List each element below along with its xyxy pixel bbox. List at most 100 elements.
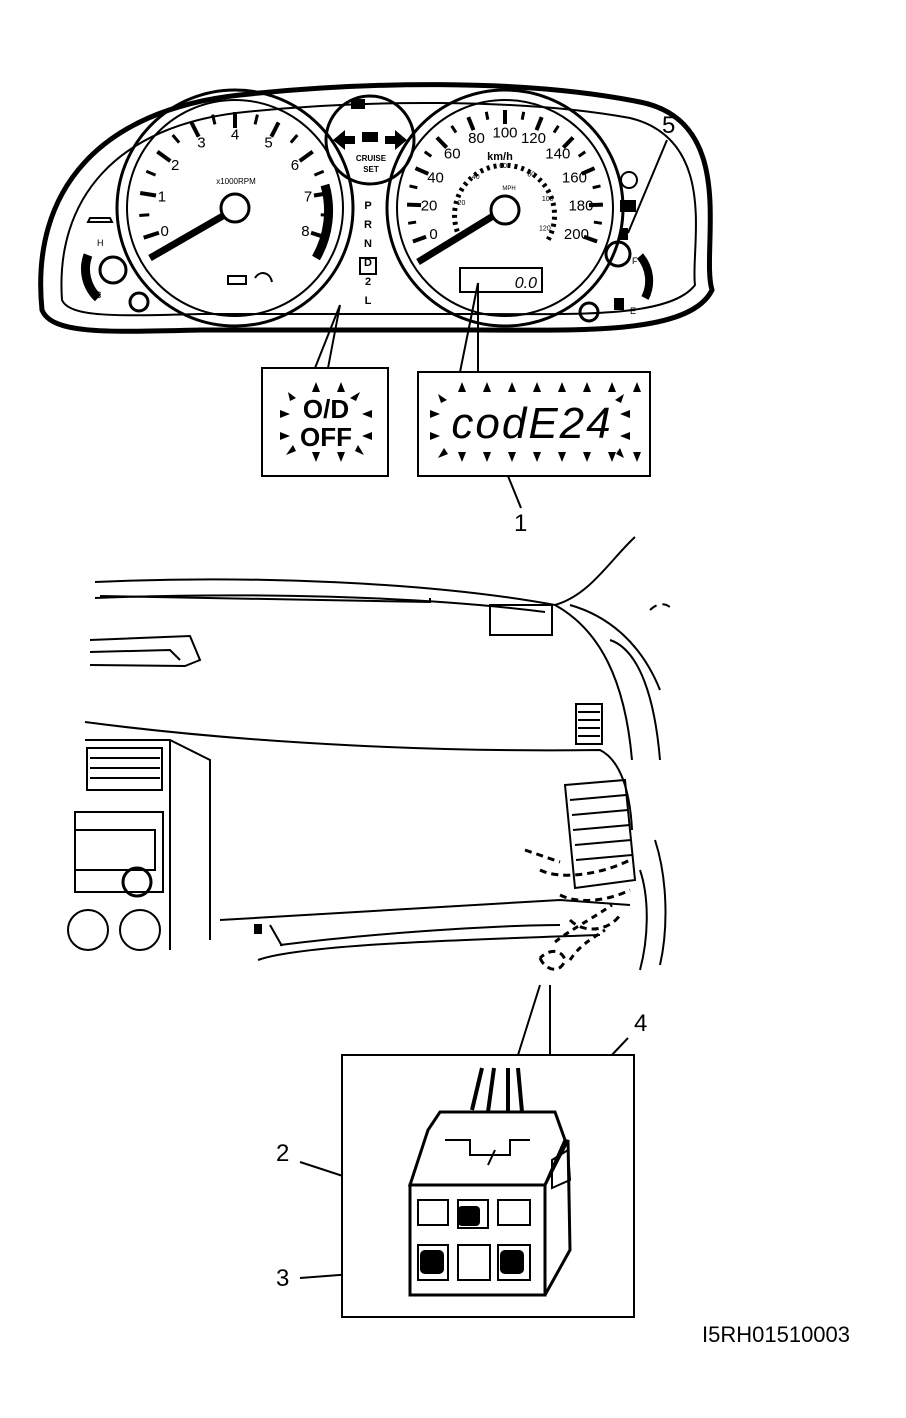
dash-top-edge bbox=[94, 578, 556, 606]
code-ray-bottom bbox=[633, 452, 641, 462]
od-off-line2: OFF bbox=[300, 422, 352, 452]
code-ray-side bbox=[615, 394, 624, 403]
door-edge bbox=[639, 839, 667, 971]
code-ray-bottom bbox=[458, 452, 466, 462]
speedometer-label: 20 bbox=[421, 198, 438, 215]
brake-warning-icon bbox=[620, 200, 636, 212]
code-ray-bottom bbox=[558, 452, 566, 462]
tachometer-rim-outer bbox=[115, 88, 355, 328]
lower-trim bbox=[257, 934, 601, 961]
speedometer-label: 120 bbox=[521, 130, 546, 147]
cruise-pod bbox=[324, 94, 416, 186]
speedometer-rim-inner bbox=[396, 99, 614, 317]
code-ray-side bbox=[430, 432, 440, 440]
hidden-connector-dashed bbox=[524, 848, 631, 971]
speedometer-tick bbox=[577, 150, 587, 158]
temp-cold-label: C bbox=[95, 290, 102, 300]
code-ray-bottom bbox=[533, 452, 541, 462]
code-ray-top bbox=[633, 382, 641, 392]
tachometer-label: 4 bbox=[231, 126, 239, 143]
speedometer-label: 80 bbox=[468, 130, 485, 147]
od-off-line1: O/D bbox=[303, 394, 349, 424]
gear-2-label: 2 bbox=[365, 276, 371, 288]
fuel-empty-label: E bbox=[630, 306, 636, 316]
od-leader bbox=[314, 304, 341, 369]
glovebox-left bbox=[269, 924, 283, 947]
label-5: 5 bbox=[662, 112, 676, 139]
speedometer-label: 140 bbox=[545, 146, 570, 163]
speedometer-tick bbox=[484, 111, 490, 120]
tachometer-label: 6 bbox=[291, 157, 299, 174]
code-ray-bottom bbox=[508, 452, 516, 462]
code-rays bbox=[430, 382, 641, 462]
center-console-left bbox=[85, 739, 211, 940]
speedometer-label: 60 bbox=[444, 146, 461, 163]
glovebox-bottom bbox=[279, 924, 561, 946]
code-ray-top bbox=[583, 382, 591, 392]
tachometer-tick bbox=[211, 114, 217, 125]
speedometer-tick bbox=[414, 166, 430, 176]
tachometer-tick bbox=[156, 149, 172, 163]
center-vent-slats bbox=[90, 757, 160, 779]
dashboard-view bbox=[67, 536, 673, 971]
tachometer-label: 3 bbox=[197, 134, 205, 151]
tachometer-tick bbox=[171, 134, 181, 144]
speedometer-tick bbox=[450, 124, 458, 134]
side-vent-small bbox=[575, 703, 603, 745]
tachometer-label: 8 bbox=[301, 223, 309, 240]
speedometer-tick bbox=[561, 136, 575, 149]
mph-label: 0 bbox=[465, 229, 469, 236]
temp-gauge-knob bbox=[98, 255, 128, 285]
od-off-box bbox=[261, 367, 389, 477]
terminal-2 bbox=[458, 1206, 480, 1226]
seatbelt-lamp-icon bbox=[620, 228, 628, 240]
oil-pressure-icon bbox=[254, 272, 273, 283]
side-vent-large bbox=[563, 778, 637, 890]
tachometer-hub bbox=[219, 192, 251, 224]
speedometer-tick bbox=[534, 116, 544, 131]
speedometer-tick bbox=[407, 220, 417, 225]
label-4: 4 bbox=[634, 1010, 648, 1037]
temp-hot-label: H bbox=[97, 238, 104, 248]
tachometer-tick bbox=[298, 149, 314, 163]
label-3: 3 bbox=[276, 1265, 290, 1292]
abs-warning-icon bbox=[620, 171, 638, 189]
pillar-line-1 bbox=[569, 604, 661, 691]
tachometer-label: 2 bbox=[171, 157, 179, 174]
fuel-pump-icon bbox=[614, 298, 624, 310]
speedometer-needle bbox=[416, 210, 500, 265]
pillar-line-2 bbox=[609, 639, 661, 761]
fuel-full-label: F bbox=[632, 256, 638, 266]
od-off-callout: O/D OFF bbox=[261, 367, 389, 477]
tachometer-unit: x1000RPM bbox=[216, 177, 256, 186]
right-turn-arrow bbox=[385, 130, 407, 150]
speedometer-tick bbox=[580, 166, 596, 176]
center-vent-top bbox=[89, 648, 181, 661]
center-vent-bracket bbox=[89, 634, 202, 668]
mph-label: 100 bbox=[542, 196, 554, 203]
tachometer-needle bbox=[148, 209, 230, 262]
terminal-3-left bbox=[420, 1250, 444, 1274]
figure-code: I5RH01510003 bbox=[702, 1322, 851, 1347]
highbeam-icon bbox=[362, 132, 378, 142]
speedometer-label: 200 bbox=[564, 226, 589, 243]
callout-leaders bbox=[314, 139, 668, 509]
speedometer-tick bbox=[412, 234, 427, 244]
connector-top-detail bbox=[445, 1139, 530, 1166]
speedometer-tick bbox=[435, 136, 449, 149]
speedometer-hub bbox=[489, 194, 521, 226]
glovebox-top bbox=[219, 898, 631, 921]
left-turn-arrow bbox=[333, 130, 355, 150]
cruise-label-line2: SET bbox=[363, 165, 379, 174]
side-vent-small-slats bbox=[578, 711, 600, 737]
speedometer-tick bbox=[423, 150, 433, 158]
code-ray-side bbox=[620, 432, 630, 440]
fuel-gauge-knob bbox=[604, 240, 632, 268]
side-vent-large-slats bbox=[569, 794, 633, 861]
code-ray-side bbox=[620, 410, 630, 418]
battery-icon bbox=[227, 275, 247, 285]
odo-reset-knob bbox=[578, 301, 600, 323]
gear-p-label: P bbox=[364, 200, 371, 212]
